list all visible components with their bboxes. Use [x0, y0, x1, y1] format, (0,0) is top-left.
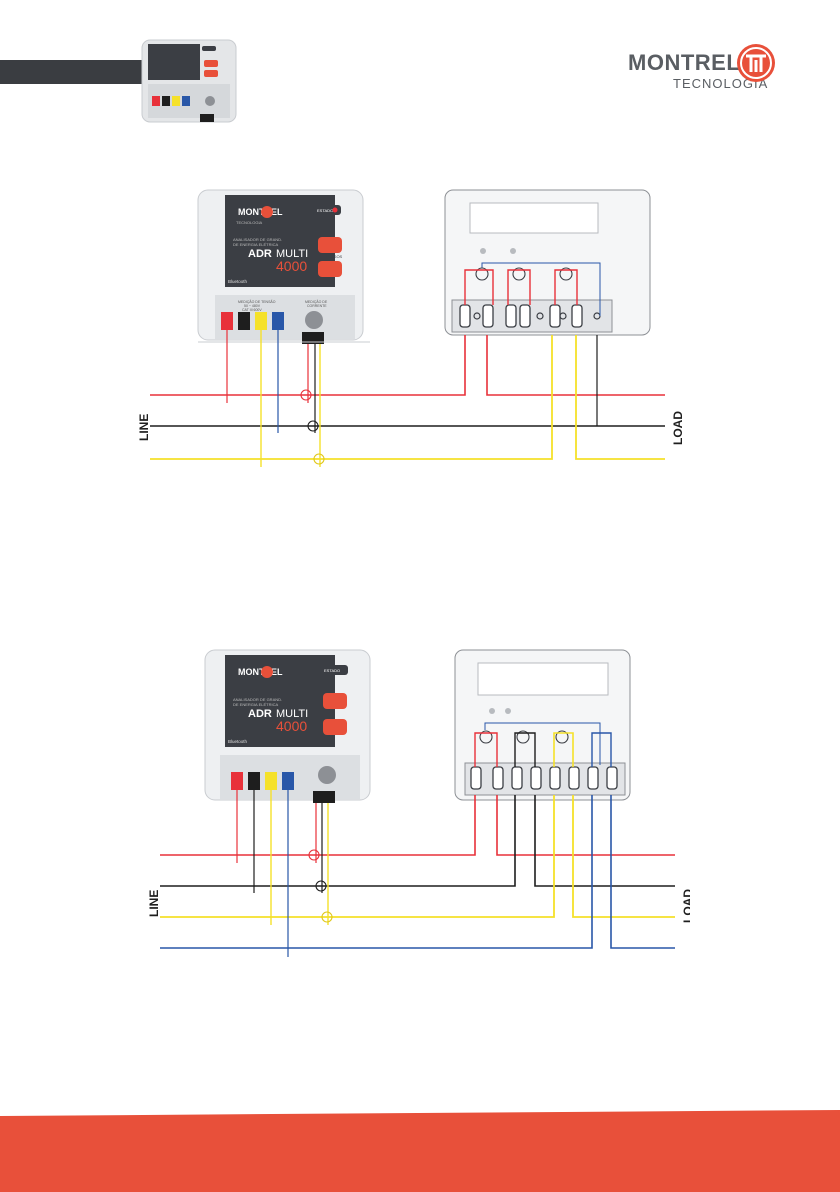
- current-connector: [305, 311, 323, 329]
- device-status-2: ESTADO: [324, 668, 340, 673]
- terminal-red: [221, 312, 233, 330]
- line-label-2: LINE: [147, 890, 161, 917]
- wire-yellow-load: [576, 335, 665, 459]
- device-title-bold: ADR: [248, 248, 272, 260]
- terminal-yellow: [255, 312, 267, 330]
- wire-yellow-line: [150, 335, 552, 459]
- device-voltage-3: CAT III 600V: [242, 308, 262, 312]
- device-desc-2: DE ENERGIA ELÉTRICA: [233, 242, 278, 247]
- wiring-diagram-1: MONTREL TECNOLOGIA ANALISADOR DE GRAND. …: [130, 185, 690, 475]
- device-pulse: PULSOS: [326, 254, 343, 259]
- analyzer-device: MONTREL TECNOLOGIA ANALISADOR DE GRAND. …: [198, 190, 363, 344]
- device-thumbnail: [140, 38, 238, 126]
- device-bluetooth: Bluetooth: [228, 279, 248, 284]
- device-desc-2-2: DE ENERGIA ELÉTRICA: [233, 702, 278, 707]
- energy-meter: [445, 190, 650, 335]
- device-bluetooth-2: Bluetooth: [228, 739, 248, 744]
- terminal-blue: [272, 312, 284, 330]
- device-title-bold-2: ADR: [248, 708, 272, 720]
- terminal-black: [238, 312, 250, 330]
- analyzer-device-2: MONTREL ANALISADOR DE GRAND. DE ENERGIA …: [205, 650, 370, 803]
- wiring-diagram-2: MONTREL ANALISADOR DE GRAND. DE ENERGIA …: [130, 645, 690, 965]
- device-current-2: CORRENTE: [307, 304, 327, 308]
- device-brand-2: MONTREL: [238, 667, 283, 677]
- brand-name: MONTREL: [628, 50, 740, 76]
- device-model-2: 4000: [276, 718, 307, 734]
- line-label-1: LINE: [137, 414, 151, 441]
- device-brand: MONTREL: [238, 207, 283, 217]
- brand-logo-icon: [735, 42, 777, 84]
- load-label-1: LOAD: [671, 411, 685, 445]
- device-status: ESTADO: [317, 208, 333, 213]
- footer-band: [0, 1110, 840, 1192]
- energy-meter-2: [455, 650, 630, 800]
- load-label-2: LOAD: [681, 889, 690, 923]
- device-brand-sub: TECNOLOGIA: [236, 220, 263, 225]
- device-model: 4000: [276, 258, 307, 274]
